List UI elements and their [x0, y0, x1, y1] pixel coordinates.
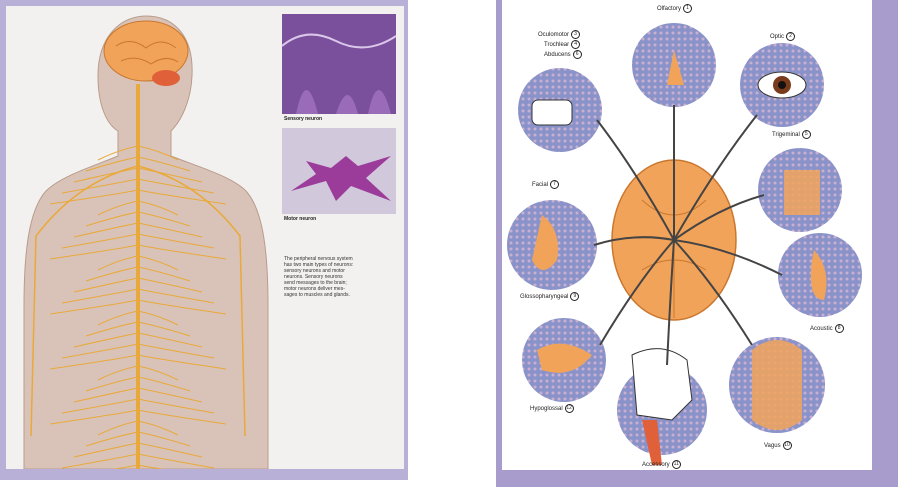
paragraph-line: sages to muscles and glands.	[284, 292, 399, 298]
cerebellum	[152, 70, 180, 86]
sensory-neuron-caption: Sensory neuron	[284, 116, 322, 122]
cranial-nerves-illustration	[502, 0, 872, 470]
nervous-system-figure: Sensory neuron Motor neuron The peripher…	[6, 6, 404, 469]
body-illustration	[6, 6, 404, 469]
accessory-head	[632, 349, 692, 420]
left-figure-frame: Sensory neuron Motor neuron The peripher…	[0, 0, 408, 480]
motor-neuron-caption: Motor neuron	[284, 216, 316, 222]
description-paragraph: The peripheral nervous system has two ma…	[284, 256, 399, 298]
brain	[104, 21, 188, 81]
